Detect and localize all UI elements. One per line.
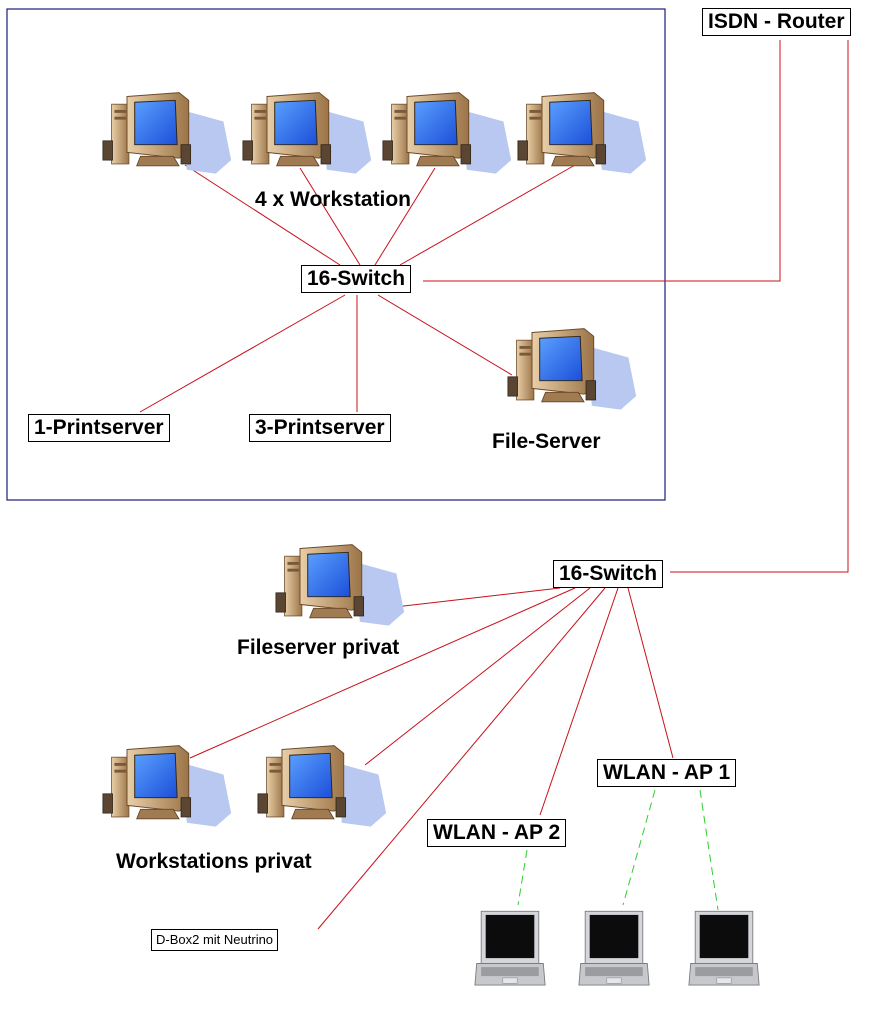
wireless-links [517,789,719,911]
fileserver-privat-label: Fileserver privat [237,636,400,659]
isdn-router-box: ISDN - Router [702,8,851,36]
workstations-privat-label: Workstations privat [116,850,312,873]
workstations-group-label: 4 x Workstation [255,188,411,211]
workstation-2-icon [242,92,372,175]
workstation-4-icon [517,92,647,175]
file-server-label: File-Server [492,430,601,453]
laptop-1-icon [474,910,546,986]
workstation-privat-2-icon [257,745,387,828]
switch-top-box: 16-Switch [301,265,412,293]
laptop-2-icon [578,910,650,986]
switch-bottom-box: 16-Switch [553,560,664,588]
workstation-privat-1-icon [102,745,232,828]
printserver-1-box: 1-Printserver [28,414,170,442]
printserver-3-box: 3-Printserver [249,414,391,442]
wlan-ap1-box: WLAN - AP 1 [597,759,737,787]
workstation-3-icon [382,92,512,175]
file-server-icon [507,328,637,411]
laptop-3-icon [688,910,760,986]
wlan-ap2-box: WLAN - AP 2 [427,819,567,847]
wired-links [139,40,849,930]
workstation-1-icon [102,92,232,175]
dbox-box: D-Box2 mit Neutrino [151,929,279,951]
fileserver-privat-icon [275,544,405,627]
office-network-border [6,8,666,501]
